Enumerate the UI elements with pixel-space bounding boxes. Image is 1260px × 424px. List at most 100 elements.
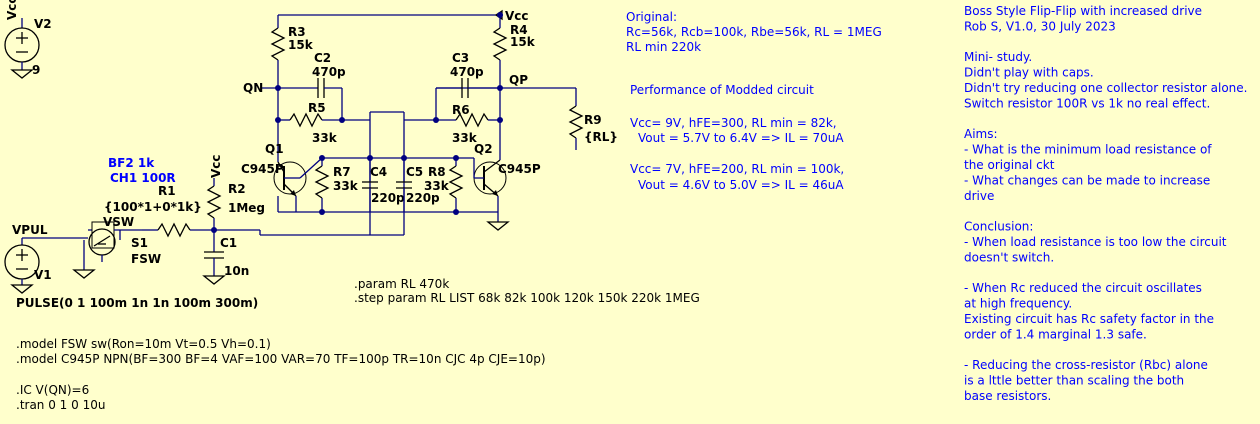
resistor-r8[interactable] [448,158,464,215]
capacitor-c2[interactable] [296,78,343,120]
note-study-line-18: - When Rc reduced the circuit oscillates [964,281,1202,295]
note-original-line-0: Original: [626,10,677,24]
ground-bus[interactable] [277,196,510,231]
label-r4-name: R4 [510,23,528,37]
label-c3-value: 470p [450,65,484,79]
note-study-line-14: Conclusion: [964,220,1033,234]
resistor-r4[interactable] [492,27,508,88]
note-study-line-11: - What changes can be made to increase [964,173,1210,187]
label-s1-model: FSW [131,252,161,266]
label-q1-name: Q1 [265,142,284,156]
note-study-line-0: Boss Style Flip-Flip with increased driv… [964,4,1202,18]
vcc-rail[interactable] [277,9,503,28]
capacitor-c4[interactable] [362,158,378,212]
label-r7-value: 33k [333,179,359,193]
label-qn: QN [243,81,263,95]
label-r8-name: R8 [428,165,446,179]
directive-param: .param RL 470k [354,277,449,291]
note-study-line-24: is a lttle better than scaling the both [964,374,1184,388]
label-qp: QP [509,73,528,87]
label-v1-name: V1 [34,268,52,282]
label-c2-name: C2 [314,51,331,65]
capacitor-c5[interactable] [396,158,412,212]
label-q1-model: C945P [241,162,284,176]
switch-s1[interactable] [72,221,142,279]
source-v2[interactable] [4,18,40,79]
resistor-r9[interactable] [568,105,584,150]
resistor-r7[interactable] [314,158,330,215]
directive-ic: .IC V(QN)=6 [16,383,89,397]
label-r2-node: Vcc [209,154,223,178]
directive-step: .step param RL LIST 68k 82k 100k 120k 15… [354,291,700,305]
note-study-line-19: at high frequency. [964,297,1072,311]
label-r4-value: 15k [510,35,536,49]
transistor-q2[interactable] [473,140,507,212]
resistor-r3[interactable] [270,27,286,88]
resistor-r1[interactable] [142,222,261,238]
note-study-line-4: Didn't play with caps. [964,66,1094,80]
note-study-line-9: - What is the minimum load resistance of [964,143,1212,157]
directive-tran: .tran 0 1 0 10u [16,398,105,412]
label-r6-name: R6 [452,103,470,117]
label-c3-name: C3 [452,51,469,65]
label-v2-name: V2 [34,17,52,31]
note-original-line-1: Rc=56k, Rcb=100k, Rbe=56k, RL = 1MEG [626,25,882,39]
resistor-r5[interactable] [275,112,370,128]
capacitor-c3[interactable] [435,78,500,120]
label-r5-name: R5 [308,101,326,115]
label-r5-value: 33k [312,131,338,145]
label-r1-name: R1 [158,184,176,198]
label-q2-model: C945P [498,162,541,176]
label-r2-name: R2 [228,182,246,196]
note-performance-line-2: Vcc= 7V, hFE=200, RL min = 100k, [630,162,844,176]
label-r3-value: 15k [288,38,314,52]
label-v1-node: VPUL [12,223,48,237]
note-study: Boss Style Flip-Flip with increased driv… [964,4,1247,403]
note-study-line-15: - When load resistance is too low the ci… [964,235,1227,249]
label-r3-name: R3 [288,25,306,39]
label-v1-value: PULSE(0 1 100m 1n 1n 100m 300m) [16,296,258,310]
note-study-line-6: Switch resistor 100R vs 1k no real effec… [964,96,1210,110]
note-performance-lines: Vcc= 9V, hFE=300, RL min = 82k,Vout = 5.… [630,116,844,192]
note-performance-line-1: Vout = 5.7V to 6.4V => IL = 70uA [638,131,844,145]
note-study-line-21: order of 1.4 marginal 1.3 safe. [964,327,1147,341]
label-r2-value: 1Meg [228,201,265,215]
note-study-line-25: base resistors. [964,389,1051,403]
label-v2-node: Vcc [5,0,19,20]
label-c5-value: 220p [406,191,440,205]
resistor-r2[interactable] [206,178,222,250]
note-study-line-3: Mini- study. [964,50,1032,64]
directive-model-c945p: .model C945P NPN(BF=300 BF=4 VAF=100 VAR… [16,352,546,366]
note-performance-line-3: Vout = 4.6V to 5.0V => IL = 46uA [638,178,844,192]
label-r9-name: R9 [584,113,602,127]
label-c5-name: C5 [406,165,423,179]
label-r1-value: {100*1+0*1k} [104,200,202,214]
source-v1[interactable] [4,237,88,294]
note-study-line-5: Didn't try reducing one collector resist… [964,81,1247,95]
note-study-line-10: the original ckt [964,158,1055,172]
label-c1-name: C1 [220,236,237,250]
label-c4-name: C4 [370,165,387,179]
label-r9-value: {RL} [584,130,618,144]
note-study-line-12: drive [964,189,994,203]
label-c4-value: 220p [371,191,405,205]
label-r7-name: R7 [333,165,351,179]
label-s1-node: VSW [103,215,134,229]
note-original-line-2: RL min 220k [626,40,701,54]
note-study-line-23: - Reducing the cross-resistor (Rbc) alon… [964,358,1208,372]
note-study-line-1: Rob S, V1.0, 30 July 2023 [964,19,1116,33]
directive-model-fsw: .model FSW sw(Ron=10m Vt=0.5 Vh=0.1) [16,337,271,351]
capacitor-c1[interactable] [202,250,226,285]
label-r8-value: 33k [424,179,450,193]
note-ch1: CH1 100R [110,171,176,185]
transistor-q1[interactable] [273,155,323,212]
label-r6-value: 33k [452,131,478,145]
label-q2-name: Q2 [474,142,493,156]
label-c1-value: 10n [224,264,249,278]
resistor-r6[interactable] [404,112,503,128]
label-vcc-top: Vcc [505,9,529,23]
label-v2-value: 9 [32,63,40,77]
note-performance-title: Performance of Modded circuit [630,83,814,97]
